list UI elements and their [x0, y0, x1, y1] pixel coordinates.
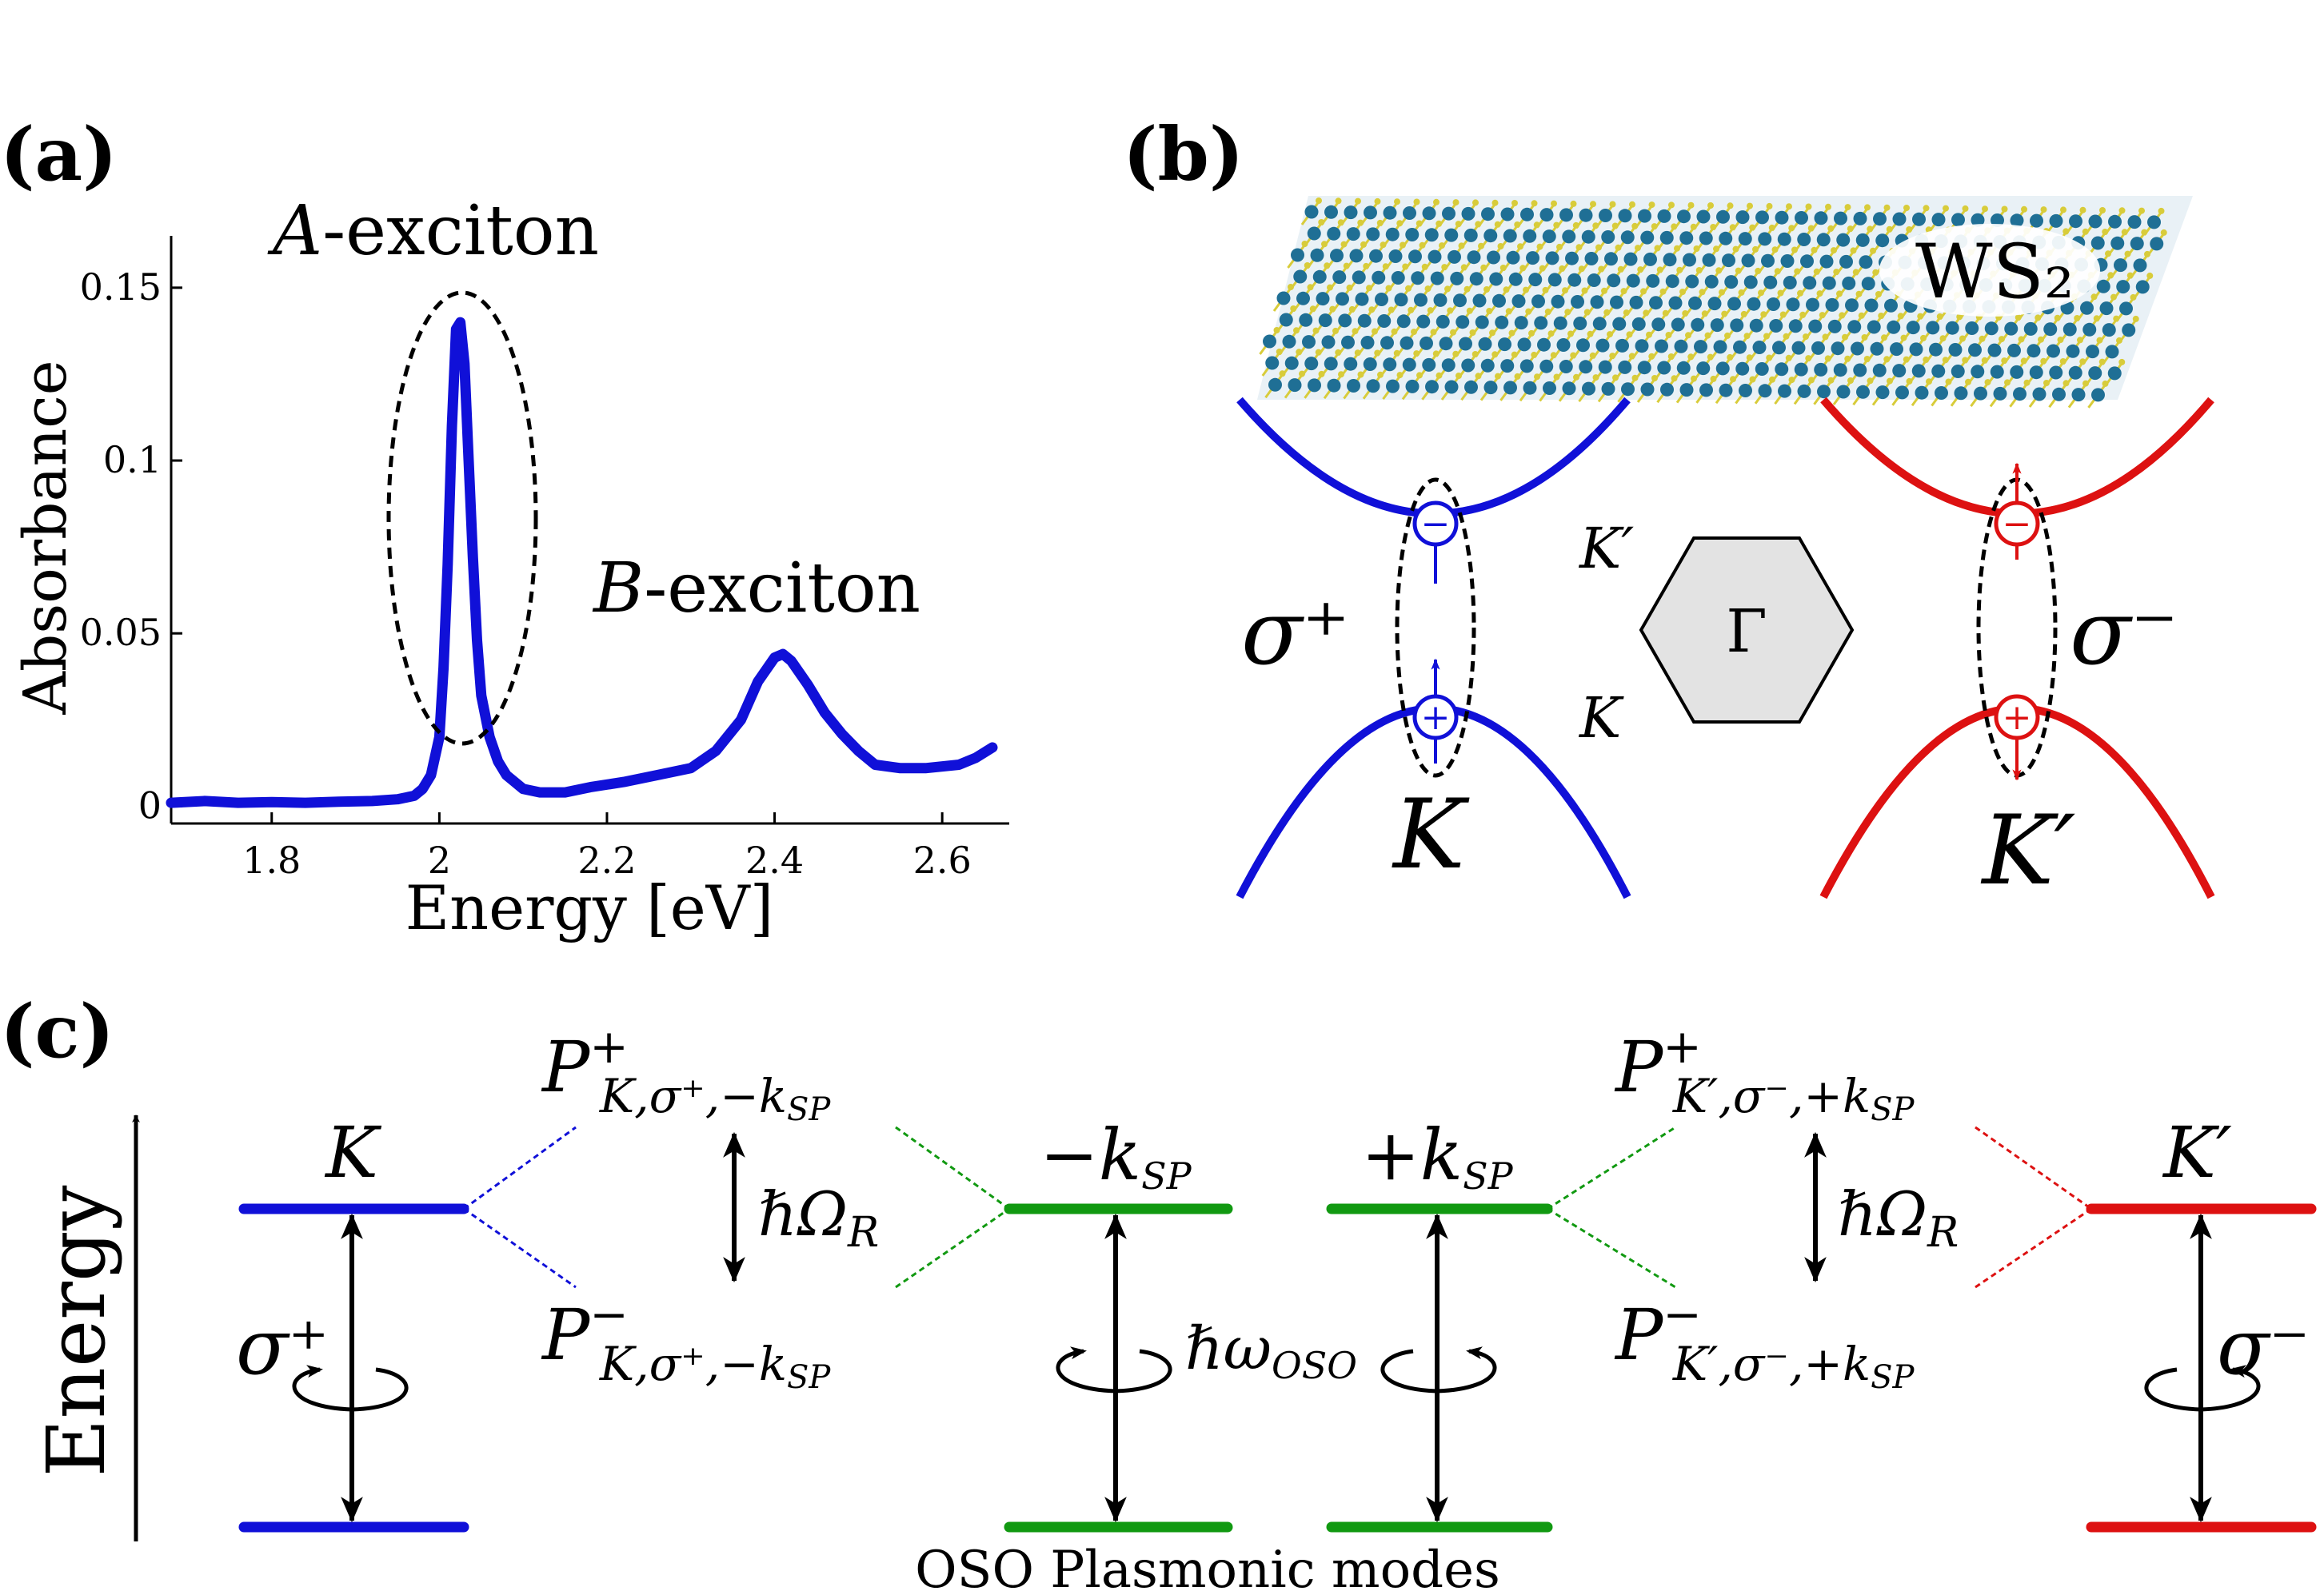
panel-a-label: (a) [0, 111, 118, 197]
k-to-lower-connector [463, 1207, 577, 1289]
energy-axis-label: Energy [30, 1185, 123, 1477]
k-electron-icon [1412, 500, 1459, 547]
y-axis-label: Absorbance [11, 360, 80, 715]
kprime-hole-icon [1994, 694, 2040, 740]
a-exciton-dashed-ellipse [386, 290, 538, 746]
y-tick-label: 0.05 [80, 611, 162, 654]
plusk-to-upper-connector [1547, 1126, 1676, 1210]
k-electron-symbol: − [1421, 504, 1451, 544]
upper-to-kprime-connector [1975, 1126, 2092, 1210]
x-tick-label: 2.2 [577, 839, 636, 882]
lower-to-kprime-connector [1975, 1207, 2092, 1289]
k-exciton-ellipse [1395, 477, 1476, 778]
absorbance-series-line [166, 317, 998, 808]
kprime-hole-symbol: + [2003, 697, 2032, 738]
minus-ksp-polarization-icon [1056, 1346, 1172, 1394]
x-tick-label: 1.8 [242, 839, 301, 882]
hexagon-kprime-label: K′ [1578, 516, 1634, 581]
lower-to-minusk-connector [895, 1207, 1010, 1289]
panel-b-label: (b) [1123, 111, 1244, 197]
plus-ksp-label: +kSP [1361, 1114, 1514, 1198]
kprime-electron-icon [1994, 500, 2040, 547]
upper-to-minusk-connector [895, 1126, 1010, 1210]
upper-polariton-left-label: P+K,σ⁺,−kSP [541, 1019, 831, 1128]
plusk-to-lower-connector [1547, 1207, 1676, 1289]
panel-a: (a) 1.8 2 2.2 2.4 2.6 0 0.05 0.1 0.15 Energy [e… [0, 111, 1009, 943]
k-circular-polarization-icon [292, 1365, 409, 1412]
panel-b: (b) WS₂ − + σ⁺ K − + σ⁻ K′ [1123, 111, 2215, 907]
x-tick-label: 2.4 [745, 839, 804, 882]
hexagon-k-label: K [1578, 685, 1624, 751]
minus-ksp-label: −kSP [1040, 1114, 1192, 1198]
b-sigma-plus: σ⁺ [1241, 581, 1350, 685]
lower-polariton-right-label: P−K′,σ⁻,+kSP [1614, 1287, 1915, 1396]
c-valley-kprime-label: K′ [2162, 1111, 2232, 1194]
lower-polariton-left-label: P−K,σ⁺,−kSP [541, 1287, 831, 1396]
x-tick-label: 2.6 [913, 839, 972, 882]
x-axis-label: Energy [eV] [405, 872, 774, 943]
x-ticks: 1.8 2 2.2 2.4 2.6 [242, 812, 972, 882]
kprime-circular-polarization-icon [2144, 1365, 2261, 1412]
upper-polariton-right-label: P+K′,σ⁻,+kSP [1614, 1019, 1915, 1128]
brillouin-zone-hexagon [1639, 536, 1855, 724]
c-sigma-minus-right: σ⁻ [2217, 1302, 2310, 1392]
c-sigma-plus-left: σ⁺ [236, 1302, 329, 1392]
y-ticks: 0 0.05 0.1 0.15 [80, 265, 182, 827]
y-tick-label: 0 [138, 784, 162, 827]
b-sigma-minus: σ⁻ [2070, 581, 2178, 685]
oso-modes-caption: OSO Plasmonic modes [915, 1541, 1500, 1595]
y-tick-label: 0.15 [80, 265, 162, 309]
k-to-upper-connector [463, 1126, 577, 1210]
plus-ksp-polarization-icon [1380, 1346, 1497, 1394]
b-valley-k: K [1392, 780, 1470, 891]
k-hole-symbol: + [1421, 697, 1451, 738]
oso-energy-label: ℏωOSO [1185, 1314, 1357, 1387]
a-exciton-label: A-exciton [267, 191, 599, 271]
b-valley-kprime: K′ [1981, 796, 2076, 907]
ws2-label-bubble: WS₂ [1879, 224, 2100, 317]
panel-c-label: (c) [0, 988, 114, 1075]
panel-c: (c) Energy K σ⁺ ℏΩR P+K,σ⁺,−kSP P−K,σ⁺,−… [0, 988, 2317, 1595]
c-valley-k-label: K [324, 1111, 381, 1194]
b-exciton-label: B-exciton [592, 548, 920, 628]
rabi-right-label: ℏΩR [1838, 1178, 1959, 1257]
k-conduction-band [1236, 397, 1631, 518]
x-tick-label: 2 [428, 839, 451, 882]
rabi-left-label: ℏΩR [758, 1178, 879, 1257]
y-tick-label: 0.1 [103, 438, 162, 481]
ws2-label: WS₂ [1915, 229, 2074, 316]
k-hole-icon [1412, 694, 1459, 740]
kprime-electron-symbol: − [2003, 504, 2032, 544]
hexagon-gamma-label: Γ [1726, 597, 1767, 666]
